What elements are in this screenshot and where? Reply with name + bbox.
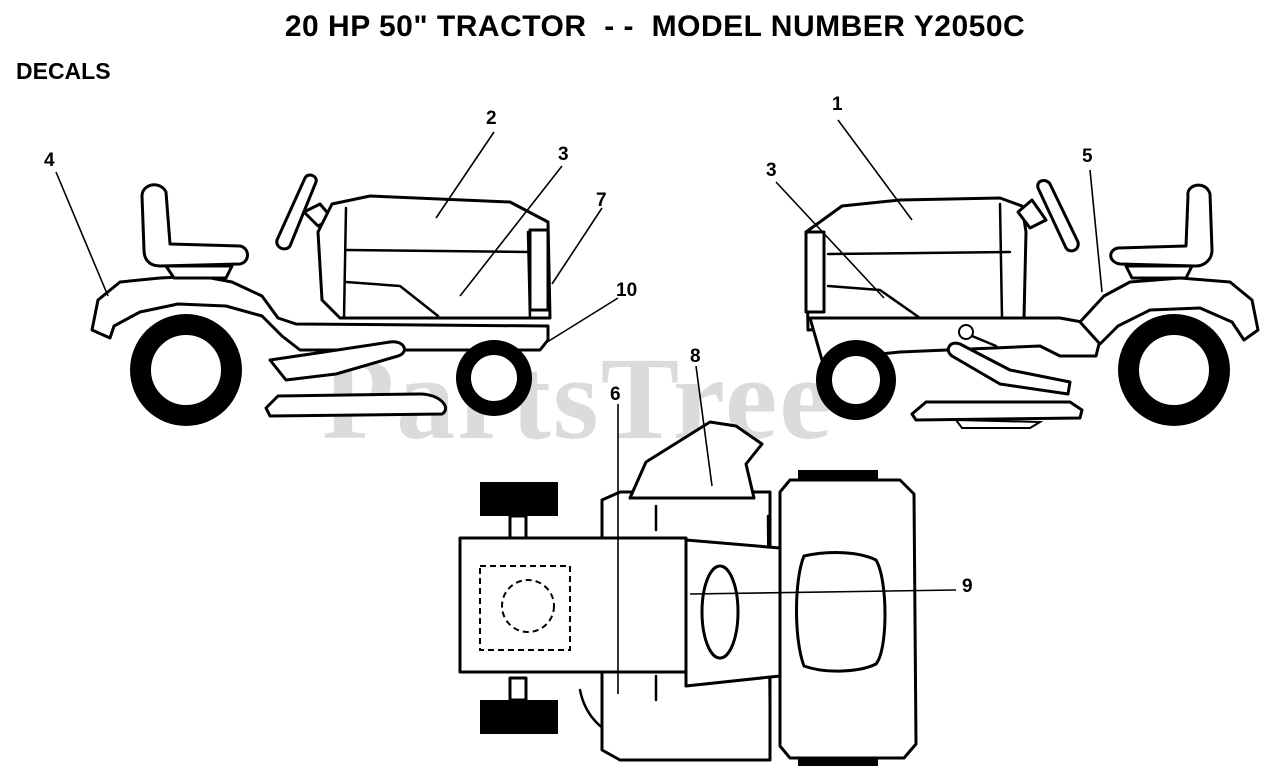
- tractor-top-view: [458, 420, 918, 766]
- callout-3-left: 3: [558, 144, 569, 165]
- tractor-right-side-view: [804, 179, 1260, 429]
- callout-9: 9: [962, 576, 973, 597]
- callout-2: 2: [486, 108, 497, 129]
- callout-labels: 1 2 3 3 4 5 6 7 8 9 10: [44, 94, 1093, 597]
- callout-10: 10: [616, 280, 637, 301]
- callout-5: 5: [1082, 146, 1093, 167]
- callout-8: 8: [690, 346, 701, 367]
- callout-4: 4: [44, 150, 55, 171]
- callout-1: 1: [832, 94, 843, 115]
- page-title: 20 HP 50" TRACTOR - - MODEL NUMBER Y2050…: [284, 10, 1026, 43]
- callout-7: 7: [596, 190, 607, 211]
- callout-6: 6: [610, 384, 621, 405]
- callout-3-right: 3: [766, 160, 777, 181]
- callout-leaders: [55, 119, 1103, 694]
- section-label: DECALS: [16, 58, 111, 84]
- tractor-left-side-view: [90, 173, 552, 426]
